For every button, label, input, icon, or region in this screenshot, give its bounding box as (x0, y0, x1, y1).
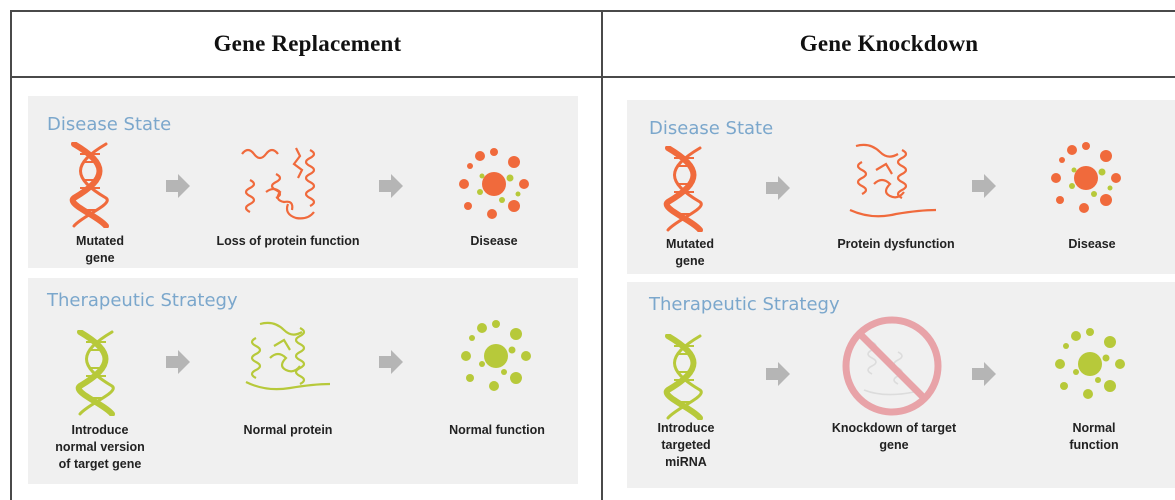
step-label: Disease (470, 234, 518, 248)
left-disease-title: Disease State (47, 114, 172, 135)
right-therapeutic-title: Therapeutic Strategy (649, 294, 840, 315)
step-label: Mutated gene (76, 234, 124, 265)
dna-icon (75, 330, 115, 416)
arrow-icon (379, 174, 403, 198)
left-therapeutic-title: Therapeutic Strategy (47, 290, 238, 311)
arrow-icon (166, 174, 190, 198)
arrow-icon (166, 350, 190, 374)
arrow-icon (379, 350, 403, 374)
gene-knockdown-column: Gene Knockdown (601, 10, 1175, 500)
right-therapeutic-panel (627, 282, 1175, 488)
step-label: Protein dysfunction (837, 237, 955, 251)
cell-burst-icon (1055, 328, 1125, 399)
step-label: Mutated gene (666, 237, 714, 268)
cell-burst-icon (461, 320, 531, 391)
gene-replacement-header: Gene Replacement (12, 12, 603, 78)
step-label: Disease (1068, 237, 1116, 251)
gene-knockdown-header: Gene Knockdown (603, 12, 1175, 78)
cell-burst-icon (1051, 142, 1121, 213)
right-disease-title: Disease State (649, 118, 774, 139)
arrow-icon (766, 362, 790, 386)
protein-icon (245, 321, 331, 391)
dna-icon (663, 334, 703, 420)
prohibited-icon (842, 316, 942, 416)
step-label: Normal function (1069, 421, 1119, 452)
step-label: Introduce targeted miRNA (657, 421, 715, 469)
gene-replacement-column: Gene Replacement (10, 10, 603, 500)
protein-icon (241, 147, 316, 220)
step-label: Introduce normal version of target gene (55, 423, 145, 471)
arrow-icon (766, 176, 790, 200)
step-label: Normal protein (243, 423, 333, 437)
arrow-icon (972, 362, 996, 386)
protein-icon (849, 143, 937, 218)
step-label: Normal function (449, 423, 545, 437)
arrow-icon (972, 174, 996, 198)
step-label: Knockdown of target gene (831, 421, 957, 452)
cell-burst-icon (459, 148, 529, 219)
step-label: Loss of protein function (216, 234, 360, 248)
dna-icon (69, 142, 109, 228)
dna-icon (663, 146, 703, 232)
